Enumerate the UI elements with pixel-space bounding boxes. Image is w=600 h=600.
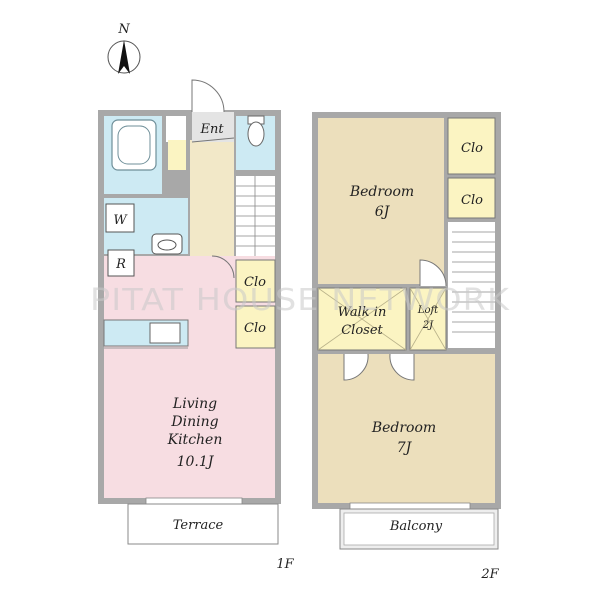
room-entrance xyxy=(192,112,234,142)
bathtub-icon xyxy=(111,119,157,171)
floor-2f-plan: Bedroom 6J Clo Clo Walk in Closet xyxy=(312,112,501,582)
ldk-sliding-window xyxy=(145,497,243,505)
floor-1f-label: 1F xyxy=(276,557,294,572)
front-door-swing-icon xyxy=(191,79,225,113)
bedroom-7j-door-swing-a-icon xyxy=(343,353,369,381)
staircase-1f-treads xyxy=(236,176,275,256)
loft-size: 2J xyxy=(422,320,434,331)
bedroom-7j-window xyxy=(349,502,471,510)
refrigerator-box xyxy=(107,249,135,277)
walkin-label-line1: Walk in xyxy=(338,305,387,320)
bedroom-7j-size: 7J xyxy=(397,440,413,456)
bedroom-7j-door-swing-b-icon xyxy=(389,353,415,381)
floor-1f-plan: W R Ent Clo xyxy=(98,79,295,572)
balcony-label: Balcony xyxy=(389,519,443,534)
watermark-text: PITAT HOUSE NETWORK xyxy=(90,283,510,318)
bedroom-6j-size: 6J xyxy=(375,204,391,220)
closet-1f-a-label: Clo xyxy=(244,275,266,290)
closet-1f-b-label: Clo xyxy=(244,321,266,336)
refrigerator-label: R xyxy=(115,257,126,272)
bedroom-6j-label: Bedroom xyxy=(349,184,414,200)
washroom-label: W xyxy=(113,213,128,228)
bedroom-6j-door-swing-icon xyxy=(419,259,447,287)
ldk-label-line2: Dining xyxy=(170,414,218,430)
closet-2f-b xyxy=(447,177,496,219)
bathtub-inner xyxy=(117,125,151,165)
closet-2f-a-label: Clo xyxy=(461,141,483,156)
loft-label: Loft xyxy=(417,305,439,316)
washing-machine-box xyxy=(105,203,135,233)
room-hallway xyxy=(190,140,234,256)
compass: N xyxy=(107,22,141,74)
wash-basin-bowl xyxy=(157,239,177,251)
ldk-label-line1: Living xyxy=(172,396,217,412)
compass-north-label: N xyxy=(117,22,130,37)
room-linen-shelf xyxy=(168,140,186,170)
ldk-door-swing-icon xyxy=(211,255,235,279)
closet-1f-a xyxy=(235,259,276,303)
wash-basin-icon xyxy=(151,233,183,255)
closet-2f-a xyxy=(447,117,496,175)
closet-2f-b-label: Clo xyxy=(461,193,483,208)
staircase-2f xyxy=(448,222,495,348)
entrance-step xyxy=(191,137,235,143)
room-bedroom-6j xyxy=(318,118,444,284)
walkin-label-line2: Closet xyxy=(341,323,383,338)
terrace-label: Terrace xyxy=(173,518,224,533)
entrance-label: Ent xyxy=(199,122,224,137)
room-small-storage xyxy=(166,116,186,142)
terrace xyxy=(127,503,279,545)
loft-diagonal-b xyxy=(409,287,447,351)
walkin-diagonal-b xyxy=(317,287,407,351)
floor-2f-label: 2F xyxy=(480,567,499,582)
north-arrow-icon xyxy=(118,40,130,74)
staircase-2f-treads xyxy=(452,231,495,333)
balcony-inner xyxy=(343,512,495,546)
toilet-icon xyxy=(247,121,265,147)
ldk-label-line3: Kitchen xyxy=(167,432,223,448)
kitchen-sink-icon xyxy=(149,322,181,344)
closet-1f-b xyxy=(235,305,276,349)
ldk-size: 10.1J xyxy=(177,454,215,470)
bedroom-7j-label: Bedroom xyxy=(371,420,436,436)
